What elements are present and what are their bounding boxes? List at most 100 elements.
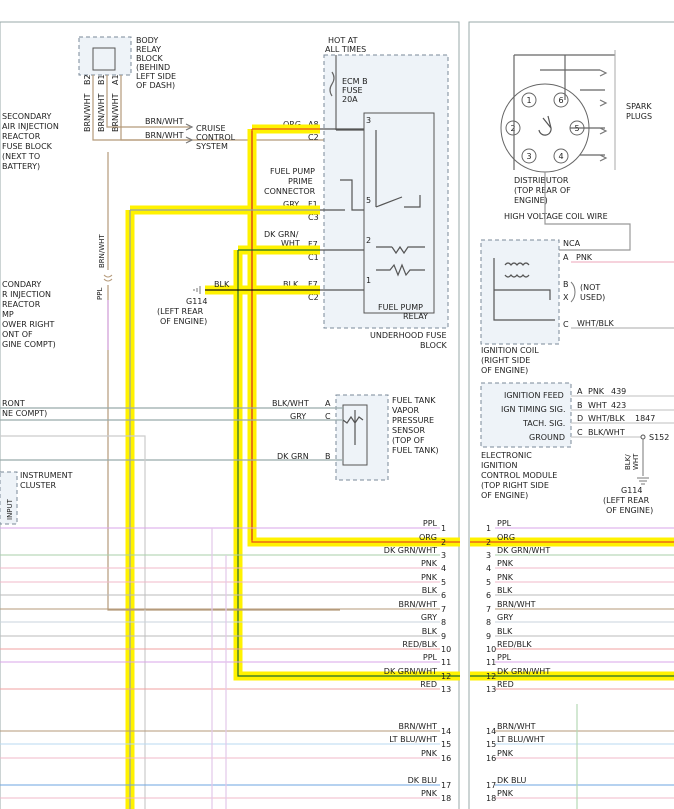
cruise-wire-label-1: BRN/WHT	[145, 117, 184, 126]
cruise-arrow-1	[185, 123, 194, 131]
brn-wht-vertical-label: BRN/WHT	[98, 234, 106, 268]
sensor-wire-labels: BLK/WHT GRY DK GRN	[272, 399, 309, 461]
svg-text:CONDARY: CONDARY	[2, 280, 41, 289]
svg-text:OF ENGINE): OF ENGINE)	[606, 506, 653, 515]
relay-internal-wiring	[336, 129, 364, 291]
left-conn-pin-6: 6	[441, 591, 446, 600]
instrument-cluster	[0, 471, 18, 525]
svg-text:423: 423	[611, 401, 626, 410]
left-conn-pin-10: 10	[441, 645, 451, 654]
right-conn-pin-13: 13	[486, 685, 496, 694]
icm-wires	[571, 395, 674, 438]
svg-text:3: 3	[366, 116, 371, 125]
relay-pin-wire-labels: BRN/WHT BRN/WHT BRN/WHT	[83, 93, 120, 132]
svg-text:(NOT: (NOT	[580, 283, 600, 292]
svg-text:SECONDARY: SECONDARY	[2, 112, 52, 121]
svg-text:TACH. SIG.: TACH. SIG.	[522, 419, 565, 428]
svg-text:BATTERY): BATTERY)	[2, 162, 40, 171]
svg-text:20A: 20A	[342, 95, 358, 104]
right-conn-color-16: PNK	[497, 749, 514, 758]
ignition-coil	[480, 239, 560, 345]
icm-wire-labels: PNK WHT WHT/BLK BLK/WHT	[588, 387, 625, 437]
svg-text:AIR INJECTION: AIR INJECTION	[2, 122, 59, 131]
ecm-b-fuse-symbol	[329, 71, 335, 97]
svg-text:A: A	[577, 387, 583, 396]
svg-text:UNDERHOOD FUSE: UNDERHOOD FUSE	[370, 331, 447, 340]
svg-text:FUEL TANK: FUEL TANK	[392, 396, 436, 405]
g114-right-ground	[637, 439, 649, 485]
svg-text:BLK/WHT: BLK/WHT	[272, 399, 309, 408]
svg-text:RONT: RONT	[2, 399, 25, 408]
instrument-input-label: INPUT	[6, 498, 14, 520]
relay-coil-box	[92, 47, 116, 71]
svg-text:GRY: GRY	[290, 412, 306, 421]
connector-stubs	[320, 128, 364, 291]
g114-left-label: G114 (LEFT REAR OF ENGINE)	[157, 297, 207, 326]
s152-splice	[640, 434, 646, 440]
hv-coil-wire	[544, 172, 631, 251]
svg-text:C: C	[563, 320, 569, 329]
cylinder-terminal-4	[553, 148, 569, 164]
svg-text:FUEL TANK): FUEL TANK)	[392, 446, 439, 455]
svg-text:B1: B1	[97, 74, 106, 85]
left-conn-color-4: PNK	[421, 559, 438, 568]
right-conn-color-4: PNK	[497, 559, 514, 568]
svg-text:OF ENGINE): OF ENGINE)	[481, 366, 528, 375]
ppl-vertical-label: PPL	[96, 288, 104, 300]
left-conn-pin-1: 1	[441, 524, 446, 533]
svg-text:CLUSTER: CLUSTER	[20, 481, 57, 490]
svg-text:C2: C2	[308, 293, 319, 302]
svg-text:A: A	[563, 253, 569, 262]
cylinder-terminal-2	[505, 120, 521, 136]
relay-switch-contacts	[375, 130, 421, 208]
right-conn-pin-2: 2	[486, 538, 491, 547]
left-conn-color-5: PNK	[421, 573, 438, 582]
right-conn-pin-11: 11	[486, 658, 496, 667]
svg-text:CRUISE: CRUISE	[196, 124, 226, 133]
svg-text:1847: 1847	[635, 414, 655, 423]
rotor-symbol	[538, 115, 552, 136]
left-conn-pin-5: 5	[441, 578, 446, 587]
left-conn-color-2: ORG	[419, 533, 437, 542]
svg-text:WHT: WHT	[588, 401, 607, 410]
left-conn-color-14: BRN/WHT	[398, 722, 437, 731]
plug-wires	[513, 54, 615, 170]
coil-c-wire-label: WHT/BLK	[577, 319, 614, 328]
brn-wht-wire-b	[106, 75, 190, 128]
left-conn-pin-4: 4	[441, 564, 446, 573]
not-used-label: (NOT USED)	[580, 283, 605, 302]
right-conn-color-7: BRN/WHT	[497, 600, 536, 609]
left-conn-pin-8: 8	[441, 618, 446, 627]
svg-text:CONTROL MODULE: CONTROL MODULE	[481, 471, 557, 480]
svg-text:OF ENGINE): OF ENGINE)	[481, 491, 528, 500]
svg-text:FUEL PUMP: FUEL PUMP	[270, 167, 315, 176]
hot-at-all-times-label: HOT AT ALL TIMES	[325, 36, 366, 54]
body-relay-block	[78, 36, 132, 76]
right-conn-color-18: PNK	[497, 789, 514, 798]
left-conn-color-13: RED	[420, 680, 437, 689]
left-conn-pin-18: 18	[441, 794, 451, 803]
left-conn-pin-13: 13	[441, 685, 451, 694]
right-conn-color-1: PPL	[497, 519, 512, 528]
right-conn-pin-14: 14	[486, 727, 496, 736]
svg-text:B2: B2	[83, 74, 92, 85]
cylinder-number-2: 2	[510, 124, 515, 133]
svg-text:(TOP OF: (TOP OF	[392, 436, 425, 445]
svg-text:B: B	[325, 452, 331, 461]
sensor-resistor	[342, 410, 364, 445]
svg-text:F1: F1	[308, 200, 318, 209]
svg-text:FUSE: FUSE	[342, 86, 363, 95]
svg-text:ENGINE): ENGINE)	[514, 196, 548, 205]
misc-gray-wire	[0, 435, 146, 809]
svg-text:A1: A1	[111, 74, 120, 85]
g114-right-label: G114 (LEFT REAR OF ENGINE)	[603, 486, 653, 515]
right-conn-pin-17: 17	[486, 781, 496, 790]
right-conn-color-9: BLK	[497, 627, 513, 636]
left-conn-pin-16: 16	[441, 754, 451, 763]
sensor-feed-wires	[0, 407, 343, 461]
left-conn-color-15: LT BLU/WHT	[389, 735, 437, 744]
left-panel-border	[0, 21, 460, 809]
